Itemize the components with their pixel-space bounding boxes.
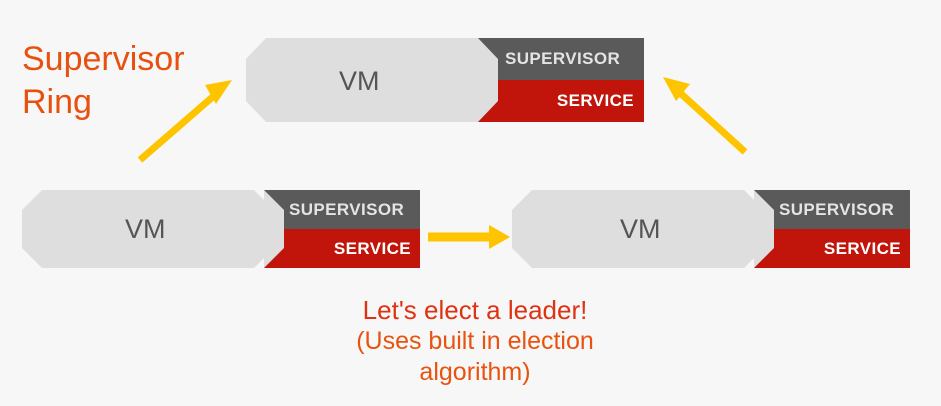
- service-bar-top[interactable]: SERVICE: [478, 80, 644, 122]
- caption-line-2: (Uses built in election: [356, 327, 594, 355]
- service-bar-label: SERVICE: [556, 91, 634, 110]
- election-caption: Let's elect a leader! (Uses built in ele…: [275, 295, 675, 388]
- caption-line-1: Let's elect a leader!: [362, 295, 588, 325]
- supervisor-bar-label: SUPERVISOR: [505, 49, 621, 68]
- supervisor-bar-label: SUPERVISOR: [779, 199, 895, 219]
- vm-node-top[interactable]: VM SUPERVISOR SERVICE: [246, 38, 644, 122]
- vm-node-right[interactable]: VM SUPERVISOR SERVICE: [512, 190, 910, 268]
- vm-body-left: [22, 190, 274, 268]
- supervisor-bar-right[interactable]: SUPERVISOR: [754, 190, 910, 229]
- vm-body-top: [246, 38, 498, 122]
- supervisor-ring-title: Supervisor Ring: [22, 40, 185, 121]
- supervisor-bar-top[interactable]: SUPERVISOR: [478, 38, 644, 80]
- vm-node-left[interactable]: VM SUPERVISOR SERVICE: [22, 190, 420, 268]
- vm-label-right: VM: [620, 214, 661, 244]
- supervisor-bar-left[interactable]: SUPERVISOR: [264, 190, 420, 229]
- arrow-right-to-top-icon: [663, 77, 748, 155]
- service-bar-right[interactable]: SERVICE: [754, 229, 910, 268]
- service-bar-label: SERVICE: [823, 238, 901, 258]
- vm-label-left: VM: [125, 214, 166, 244]
- vm-body-point-left: [264, 190, 284, 268]
- service-bar-left[interactable]: SERVICE: [264, 229, 420, 268]
- vm-body-point-right: [754, 190, 774, 268]
- vm-label-top: VM: [339, 66, 380, 96]
- arrow-left-to-right-icon: [428, 225, 510, 249]
- caption-line-3: algorithm): [419, 358, 531, 386]
- service-bar-label: SERVICE: [333, 238, 411, 258]
- vm-body-right: [512, 190, 764, 268]
- vm-body-point-top: [478, 38, 498, 122]
- supervisor-bar-label: SUPERVISOR: [289, 199, 405, 219]
